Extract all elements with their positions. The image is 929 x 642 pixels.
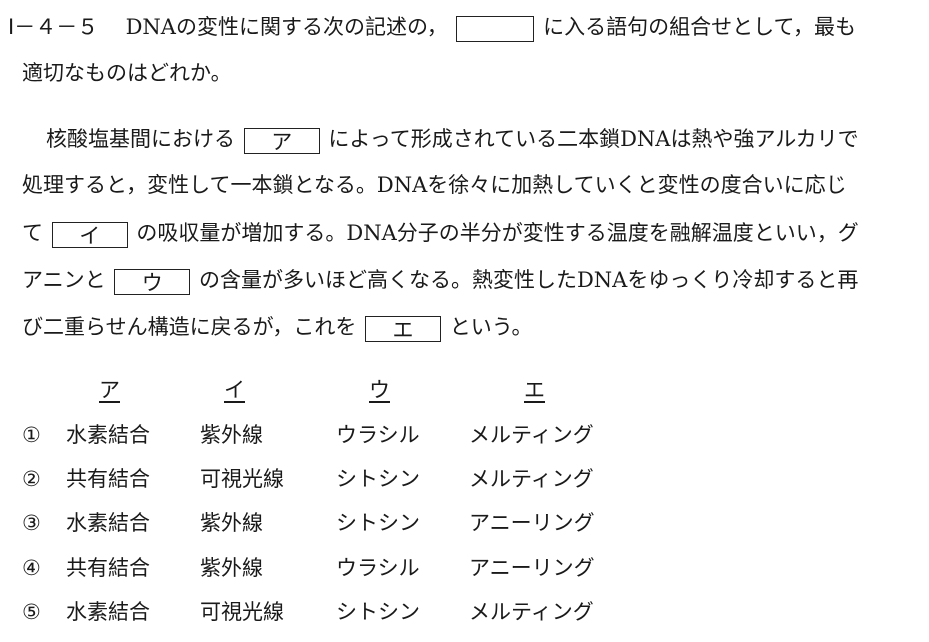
blank-box-a: ア	[243, 127, 320, 154]
table-header-a: ア	[99, 378, 120, 402]
option-2-e: メルティング	[469, 467, 594, 491]
passage-text: によって形成されている二本鎖DNAは熱や強アルカリで	[328, 127, 859, 151]
option-5-i: 可視光線	[200, 600, 284, 624]
question-stem-line1: Ⅰ－４－５ DNAの変性に関する次の記述の， に入る語句の組合せとして，最も	[8, 13, 856, 42]
blank-box-i: イ	[51, 221, 128, 248]
blank-box	[456, 15, 535, 42]
passage-line1: 核酸塩基間における ア によって形成されている二本鎖DNAは熱や強アルカリで	[46, 125, 859, 154]
passage-line4: アニンと ウ の含量が多いほど高くなる。熱変性したDNAをゆっくり冷却すると再	[22, 266, 858, 295]
passage-text: の含量が多いほど高くなる。熱変性したDNAをゆっくり冷却すると再	[198, 268, 859, 292]
option-4-u: ウラシル	[336, 556, 420, 580]
stem-text-after-box: に入る語句の組合せとして，最も	[543, 15, 856, 39]
passage-line3: て イ の吸収量が増加する。DNA分子の半分が変性する温度を融解温度といい，グ	[22, 219, 859, 248]
option-2-a: 共有結合	[66, 467, 150, 491]
option-5-e: メルティング	[469, 600, 594, 624]
option-marker-3[interactable]: ③	[22, 511, 41, 535]
option-marker-2[interactable]: ②	[22, 467, 41, 491]
table-header-i: イ	[224, 378, 245, 402]
passage-text: アニンと	[22, 268, 106, 292]
question-stem-line2: 適切なものはどれか。	[22, 59, 232, 87]
passage-text: 処理すると，変性して一本鎖となる。DNAを徐々に加熱していくと変性の度合いに応じ	[22, 173, 847, 197]
option-4-a: 共有結合	[66, 556, 150, 580]
table-header-u: ウ	[369, 378, 390, 402]
passage-text: の吸収量が増加する。DNA分子の半分が変性する温度を融解温度といい，グ	[136, 221, 859, 245]
option-1-i: 紫外線	[200, 423, 263, 447]
passage-text: て	[22, 221, 43, 245]
passage-text: び二重らせん構造に戻るが，これを	[22, 315, 357, 339]
blank-box-e: エ	[365, 315, 442, 342]
option-2-i: 可視光線	[200, 467, 284, 491]
option-1-e: メルティング	[469, 423, 594, 447]
option-3-i: 紫外線	[200, 511, 263, 535]
option-1-a: 水素結合	[66, 423, 150, 447]
option-3-e: アニーリング	[469, 511, 595, 535]
option-marker-4[interactable]: ④	[22, 556, 41, 580]
option-marker-1[interactable]: ①	[22, 423, 41, 447]
option-3-a: 水素結合	[66, 511, 150, 535]
blank-box-u: ウ	[114, 268, 191, 295]
passage-line2: 処理すると，変性して一本鎖となる。DNAを徐々に加熱していくと変性の度合いに応じ	[22, 171, 847, 199]
option-5-u: シトシン	[336, 600, 420, 624]
option-2-u: シトシン	[336, 467, 420, 491]
passage-line5: び二重らせん構造に戻るが，これを エ という。	[22, 313, 532, 342]
stem-text-line2: 適切なものはどれか。	[22, 61, 232, 85]
passage-text: 核酸塩基間における	[46, 127, 235, 151]
option-1-u: ウラシル	[336, 423, 420, 447]
option-4-e: アニーリング	[469, 556, 595, 580]
option-3-u: シトシン	[336, 511, 420, 535]
question-number: Ⅰ－４－５	[8, 15, 99, 39]
option-4-i: 紫外線	[200, 556, 263, 580]
option-5-a: 水素結合	[66, 600, 150, 624]
table-header-e: エ	[524, 378, 545, 402]
passage-text: という。	[449, 315, 533, 339]
stem-text-before-box: DNAの変性に関する次の記述の，	[125, 15, 448, 39]
option-marker-5[interactable]: ⑤	[22, 600, 41, 624]
